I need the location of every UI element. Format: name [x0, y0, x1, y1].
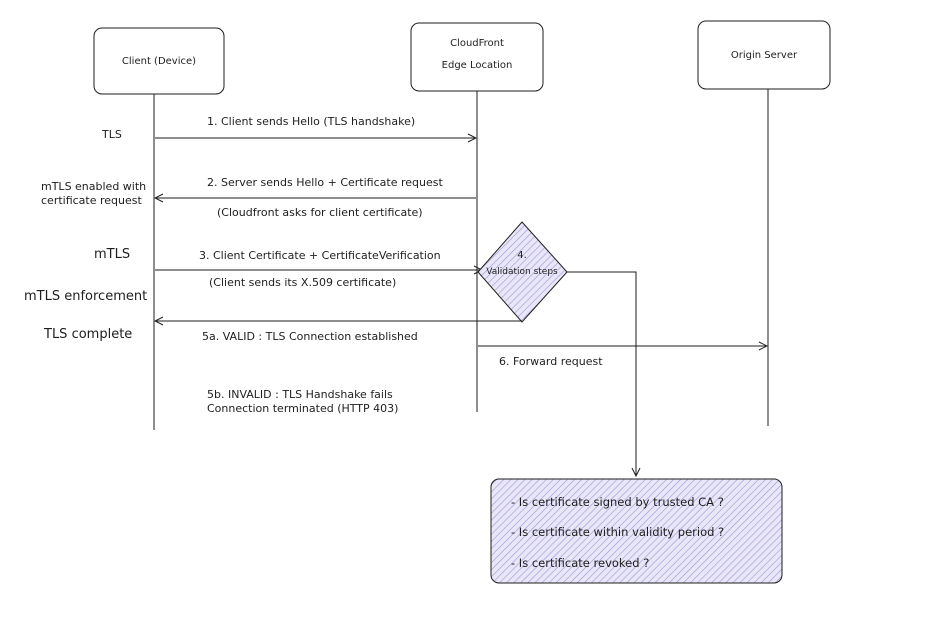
validation-steps-node: 4. Validation steps	[477, 221, 568, 323]
message-5b-line1: 5b. INVALID : TLS Handshake fails	[207, 388, 393, 401]
origin-label: Origin Server	[731, 50, 798, 61]
side-label-mtls-enforcement: mTLS enforcement	[24, 289, 147, 304]
side-label-tls: TLS	[101, 128, 122, 141]
validation-checks-box: - Is certificate signed by trusted CA ? …	[490, 478, 783, 584]
message-5b-line2: Connection terminated (HTTP 403)	[207, 402, 398, 415]
side-label-mtls: mTLS	[94, 247, 130, 262]
message-1-label: 1. Client sends Hello (TLS handshake)	[207, 115, 415, 128]
validation-number: 4.	[517, 250, 527, 261]
origin-participant: Origin Server	[697, 20, 831, 90]
message-2-label: 2. Server sends Hello + Certificate requ…	[207, 176, 443, 189]
side-label-tls-complete: TLS complete	[43, 327, 132, 342]
validation-to-checks-arrow	[567, 271, 636, 476]
client-participant: Client (Device)	[93, 27, 225, 95]
check-item: - Is certificate within validity period …	[511, 525, 724, 539]
cloudfront-label-line1: CloudFront	[450, 38, 504, 49]
message-3-note: (Client sends its X.509 certificate)	[209, 276, 396, 289]
check-item: - Is certificate revoked ?	[511, 556, 649, 570]
message-6-label: 6. Forward request	[499, 355, 603, 368]
side-label-mtls-enabled-1: mTLS enabled with	[41, 180, 146, 193]
side-label-mtls-enabled-2: certificate request	[41, 194, 143, 207]
cloudfront-participant: CloudFront Edge Location	[410, 22, 544, 92]
message-2-note: (Cloudfront asks for client certificate)	[217, 206, 423, 219]
client-label: Client (Device)	[122, 56, 196, 67]
message-5a-label: 5a. VALID : TLS Connection established	[202, 330, 418, 343]
check-item: - Is certificate signed by trusted CA ?	[511, 495, 724, 509]
cloudfront-label-line2: Edge Location	[442, 60, 513, 71]
validation-label: Validation steps	[486, 267, 558, 277]
message-3-label: 3. Client Certificate + CertificateVerif…	[199, 249, 441, 262]
